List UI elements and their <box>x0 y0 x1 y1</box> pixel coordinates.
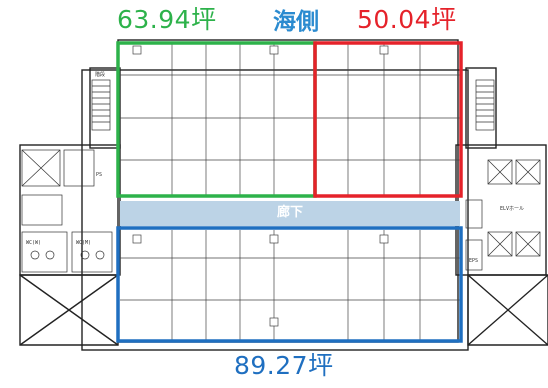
stair-right <box>475 79 495 131</box>
stair-left <box>91 79 111 131</box>
blue-area-outline <box>116 226 463 343</box>
eps-text: EPS <box>469 258 478 264</box>
corridor-label: 廊下 <box>276 205 303 220</box>
red-area-outline <box>313 41 463 198</box>
red-area-label: 50.04坪 <box>357 5 457 34</box>
office-grid <box>120 42 460 340</box>
sea-side-label: 海側 <box>273 9 319 35</box>
green-area-label: 63.94坪 <box>117 5 217 34</box>
core-right <box>465 159 541 271</box>
green-area-outline <box>116 41 317 198</box>
stair-text: 階段 <box>95 71 105 78</box>
wc-right-text: WC(M) <box>76 240 91 246</box>
blue-area-label: 89.27坪 <box>234 351 334 380</box>
elv-text: ELVホール <box>500 206 524 212</box>
building-outline <box>19 39 548 351</box>
wc-left-text: WC(W) <box>26 240 41 246</box>
core-left <box>21 149 113 273</box>
corridor-band <box>120 201 460 226</box>
ps-text: PS <box>96 172 102 178</box>
